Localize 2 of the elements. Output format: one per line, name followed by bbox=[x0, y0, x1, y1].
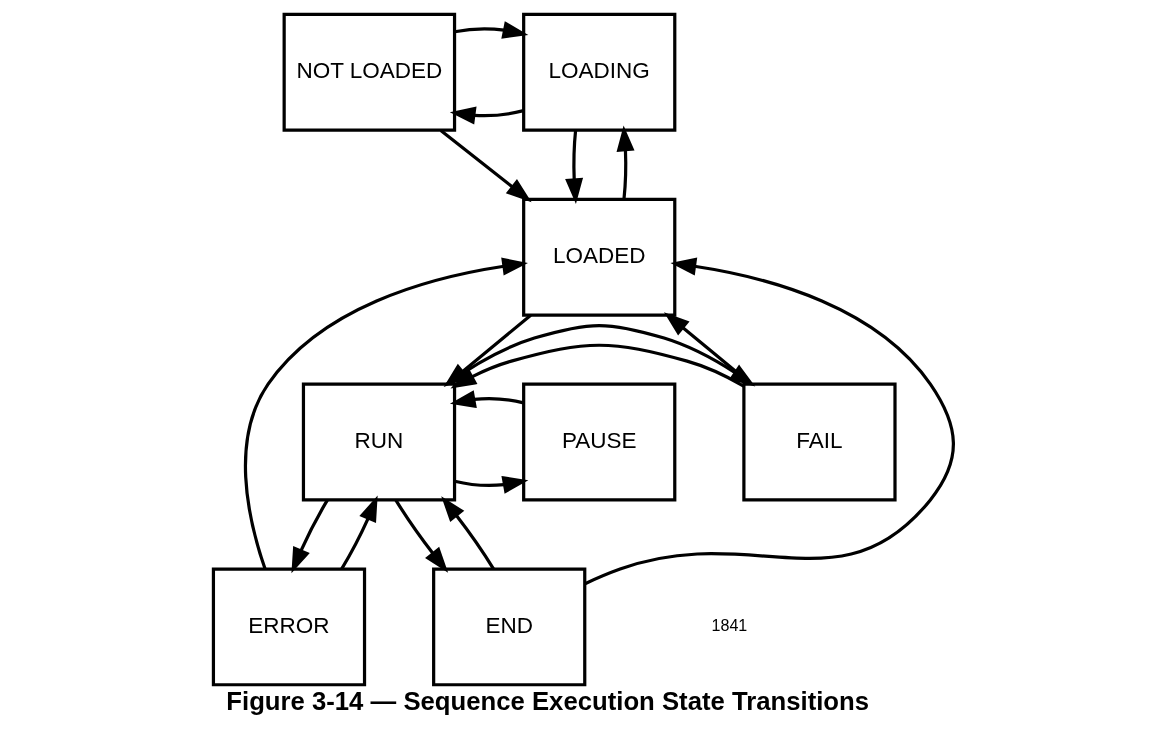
caption: Figure 3-14 — Sequence Execution State Transitions bbox=[225, 687, 869, 716]
label: 1841 bbox=[711, 615, 747, 634]
